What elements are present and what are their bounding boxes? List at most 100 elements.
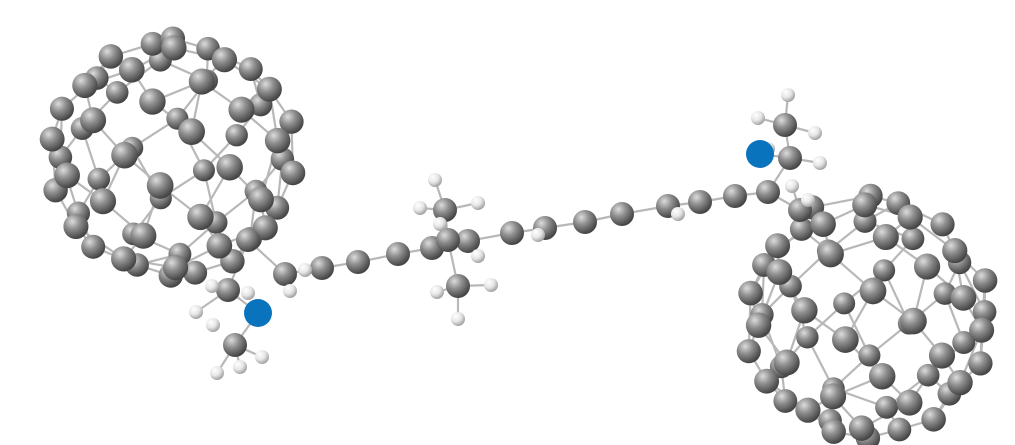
carbon-atom: [178, 118, 205, 145]
carbon-atom: [789, 217, 814, 241]
carbon-atom: [810, 211, 836, 237]
carbon-atom: [280, 160, 306, 186]
hydrogen-atom: [255, 350, 269, 364]
carbon-atom: [98, 44, 124, 69]
carbon-atom: [950, 284, 977, 311]
carbon-atom: [928, 342, 956, 369]
carbon-atom: [832, 326, 859, 353]
carbon-atom: [688, 190, 712, 214]
carbon-atom: [858, 344, 881, 367]
carbon-atom: [310, 256, 334, 280]
carbon-atom: [821, 419, 846, 444]
carbon-atom: [183, 260, 208, 285]
carbon-atom: [87, 167, 111, 191]
hydrogen-atom: [813, 156, 827, 170]
carbon-atom: [833, 292, 856, 315]
carbon-atom: [211, 47, 238, 73]
hydrogen-atom: [206, 318, 220, 332]
nitrogen-atom: [244, 299, 272, 327]
carbon-atom: [852, 192, 878, 218]
carbon-atom: [773, 389, 798, 413]
carbon-atom: [791, 297, 818, 324]
carbon-atom: [80, 107, 107, 134]
carbon-atom: [206, 232, 233, 259]
carbon-atom: [796, 326, 819, 349]
atom-layer: [39, 26, 998, 445]
carbon-atom: [140, 31, 165, 56]
carbon-atom: [89, 188, 117, 215]
carbon-atom: [900, 307, 927, 335]
hydrogen-atom: [205, 279, 219, 293]
carbon-atom: [386, 242, 410, 266]
carbon-atom: [872, 259, 896, 282]
hydrogen-atom: [785, 179, 799, 193]
carbon-atom: [252, 215, 278, 241]
carbon-atom: [745, 312, 772, 338]
carbon-atom: [236, 228, 260, 252]
carbon-atom: [279, 109, 304, 134]
carbon-atom: [778, 146, 802, 170]
hydrogen-atom: [484, 278, 498, 292]
carbon-atom: [947, 369, 973, 396]
carbon-atom: [773, 349, 800, 376]
hydrogen-atom: [808, 126, 822, 140]
carbon-atom: [54, 162, 80, 189]
carbon-atom: [256, 76, 282, 102]
carbon-atom: [723, 184, 747, 208]
carbon-atom: [72, 72, 98, 99]
carbon-atom: [111, 141, 138, 169]
carbon-atom: [446, 274, 470, 298]
carbon-atom: [39, 126, 65, 152]
carbon-atom: [901, 227, 925, 251]
carbon-atom: [921, 407, 946, 432]
hydrogen-atom: [471, 249, 485, 263]
carbon-atom: [228, 96, 255, 123]
carbon-atom: [161, 35, 187, 61]
carbon-atom: [264, 127, 291, 154]
hydrogen-atom: [531, 228, 545, 242]
carbon-atom: [859, 277, 887, 305]
carbon-atom: [130, 222, 157, 249]
nitrogen-atom: [746, 140, 774, 168]
hydrogen-atom: [413, 201, 427, 215]
carbon-atom: [238, 57, 263, 82]
carbon-atom: [756, 180, 780, 204]
carbon-atom: [754, 368, 780, 394]
carbon-atom: [188, 68, 215, 95]
hydrogen-atom: [451, 312, 465, 326]
hydrogen-atom: [801, 193, 815, 207]
carbon-atom: [736, 339, 761, 364]
carbon-atom: [765, 233, 791, 259]
carbon-atom: [887, 417, 912, 442]
carbon-atom: [346, 250, 370, 274]
carbon-atom: [105, 81, 129, 104]
carbon-atom: [972, 268, 998, 293]
hydrogen-atom: [671, 207, 685, 221]
carbon-atom: [146, 172, 174, 199]
carbon-atom: [738, 280, 763, 306]
carbon-atom: [225, 123, 248, 147]
carbon-atom: [111, 246, 137, 272]
carbon-atom: [436, 228, 460, 252]
carbon-atom: [930, 212, 955, 237]
carbon-atom: [139, 88, 166, 115]
carbon-atom: [248, 186, 274, 213]
carbon-atom: [848, 415, 875, 441]
carbon-atom: [49, 96, 74, 121]
carbon-atom: [187, 203, 214, 231]
carbon-atom: [942, 238, 968, 264]
carbon-atom: [969, 317, 995, 343]
carbon-atom: [820, 383, 847, 410]
carbon-atom: [766, 259, 793, 285]
carbon-atom: [216, 278, 240, 302]
hydrogen-atom: [781, 88, 795, 102]
carbon-atom: [192, 159, 215, 182]
carbon-atom: [972, 300, 997, 324]
carbon-atom: [500, 221, 524, 245]
carbon-atom: [456, 229, 480, 253]
hydrogen-atom: [298, 263, 312, 277]
carbon-atom: [273, 262, 297, 286]
hydrogen-atom: [433, 217, 447, 231]
